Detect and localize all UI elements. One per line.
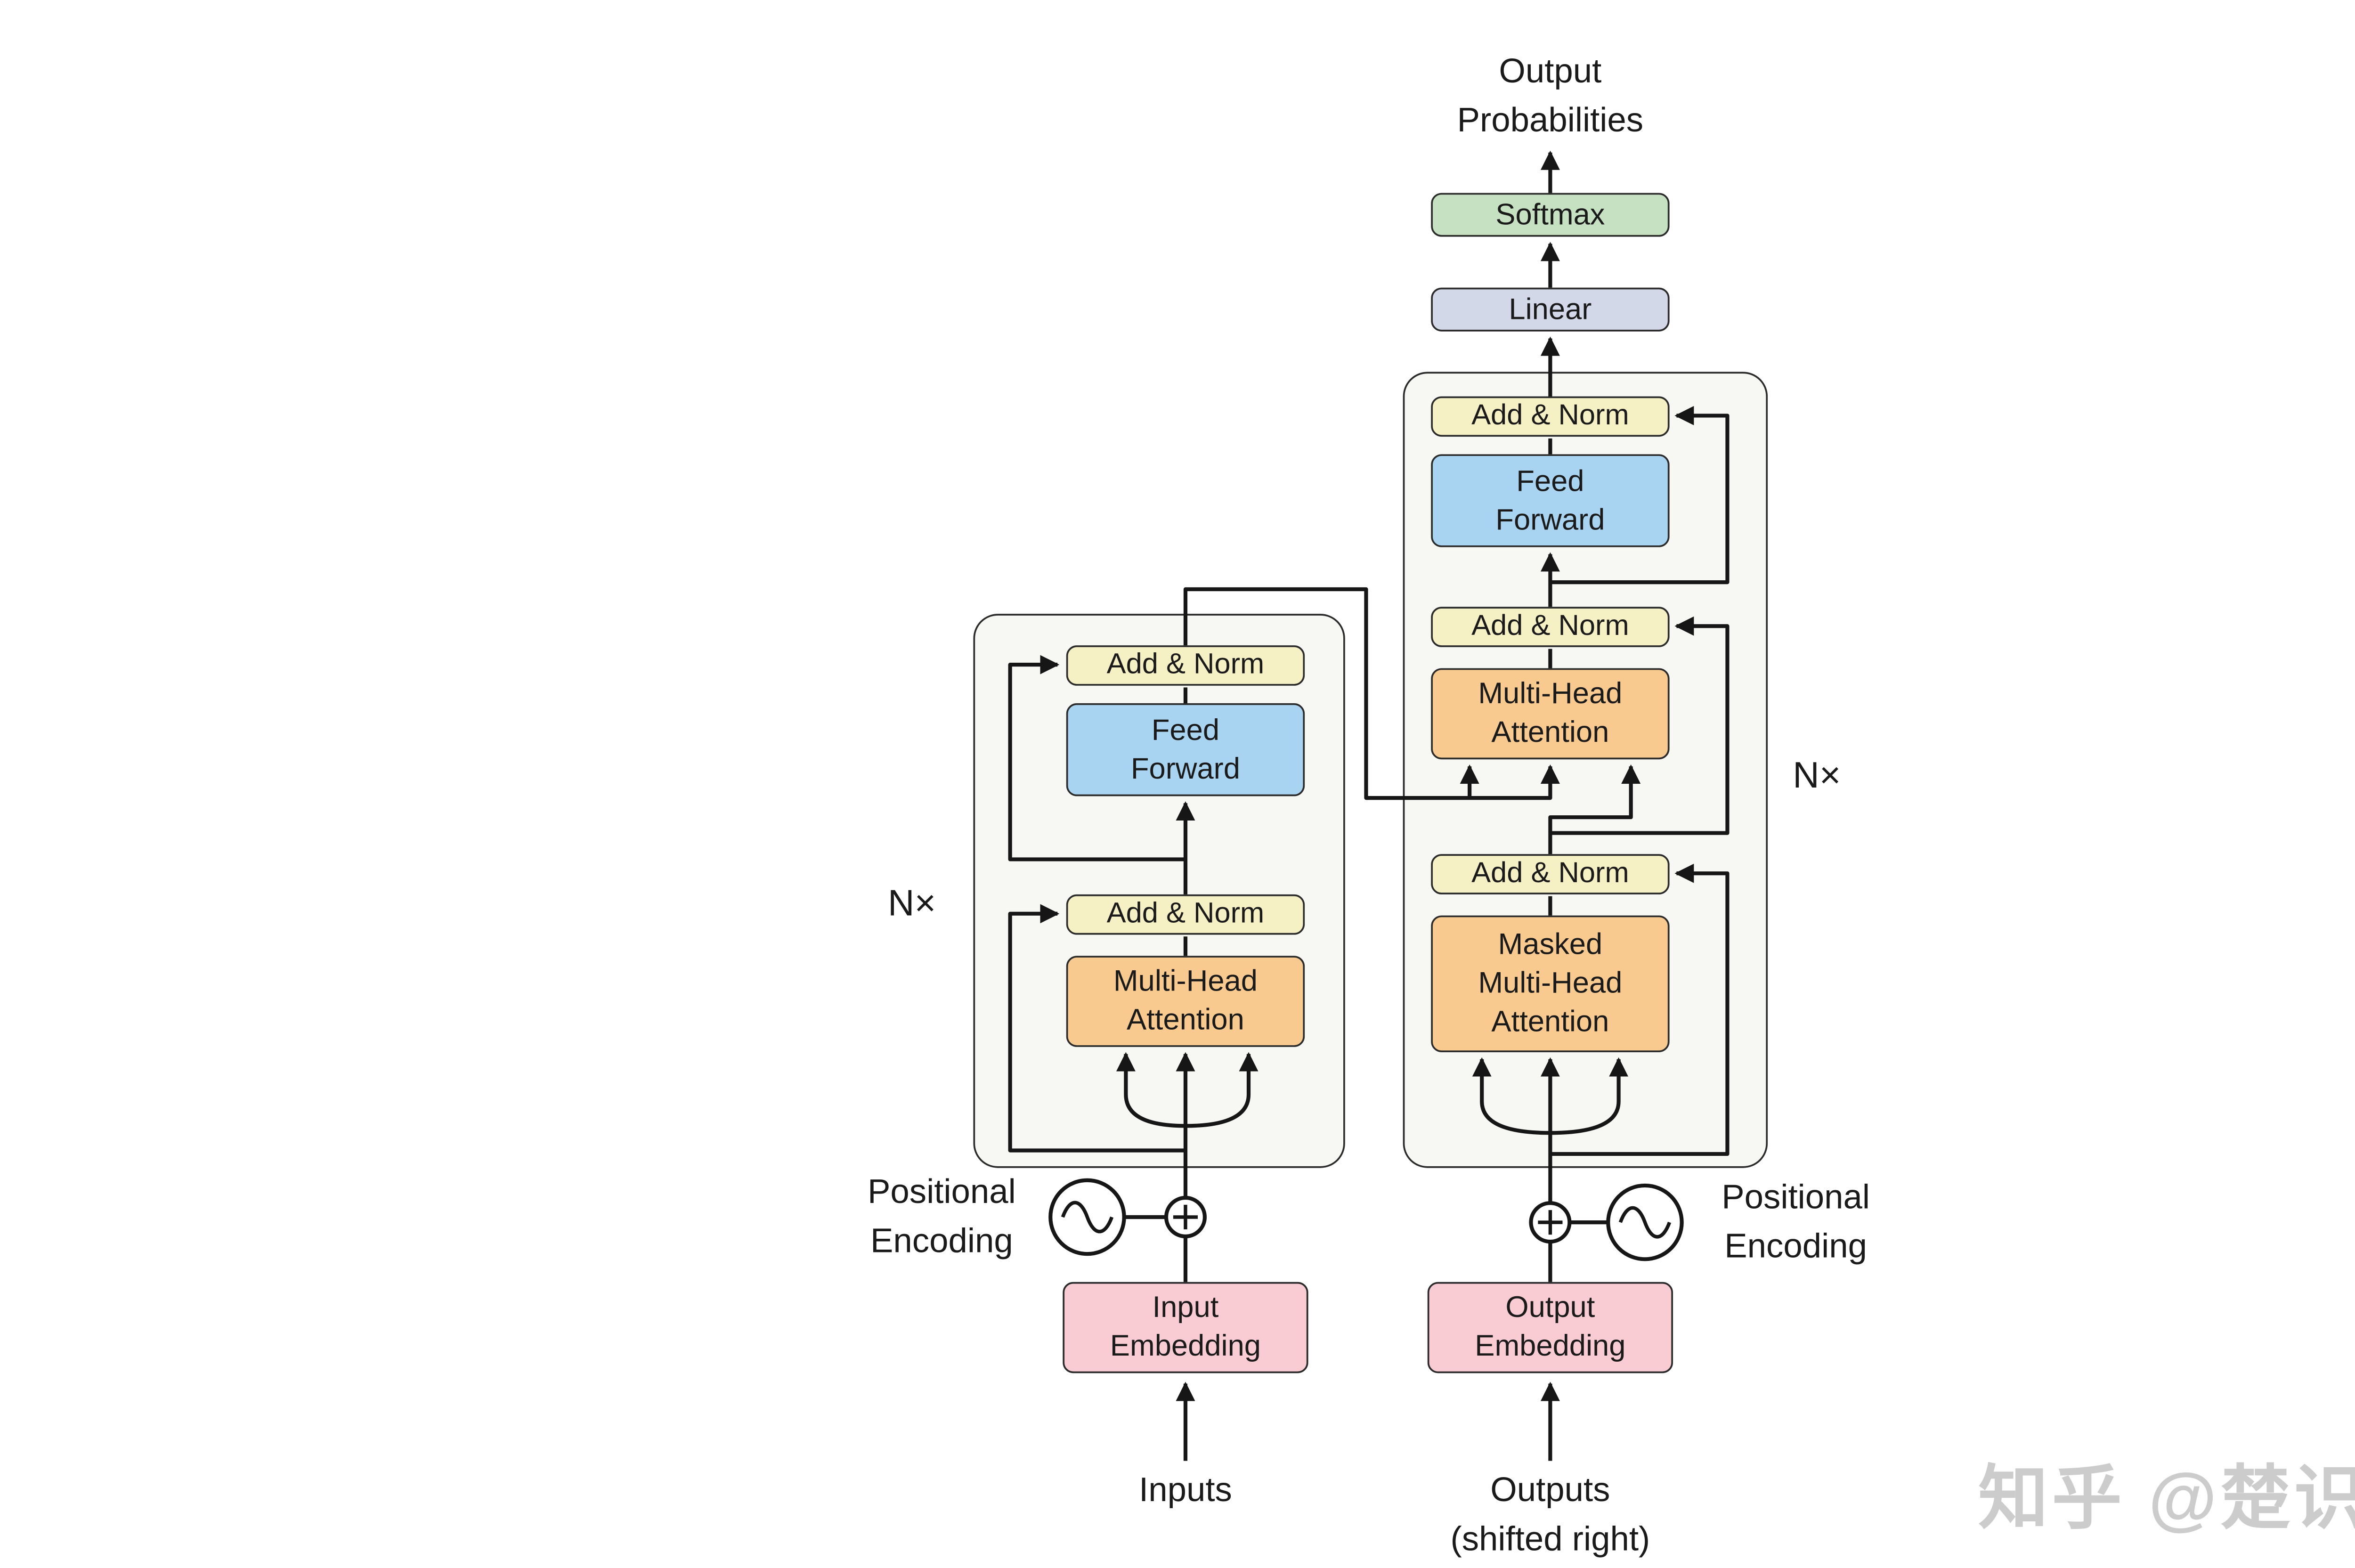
sine-wave-icon bbox=[1061, 1201, 1114, 1234]
positional-encoding-label-right: Positional Encoding bbox=[1722, 1178, 1870, 1267]
encoder-wires bbox=[1008, 587, 1560, 1461]
fan-left-arrow bbox=[1116, 1052, 1186, 1128]
n-times-label-right: N× bbox=[1793, 756, 1841, 796]
encoder-to-decoder-arrow bbox=[1183, 587, 1560, 800]
decoder-add-norm-bottom-box: Add & Norm bbox=[1431, 854, 1670, 894]
fan-left-arrow bbox=[1472, 1057, 1551, 1135]
plus-icon bbox=[1538, 1210, 1563, 1235]
fan-right-arrow bbox=[1550, 1057, 1629, 1135]
outputs-label: Outputs (shifted right) bbox=[1450, 1471, 1650, 1560]
decoder-add-norm-middle-box: Add & Norm bbox=[1431, 607, 1670, 647]
residual-skip-2-arrow bbox=[1008, 655, 1186, 861]
decoder-masked-multi-head-attention-box: Masked Multi-Head Attention bbox=[1431, 915, 1670, 1052]
plus-icon bbox=[1173, 1204, 1198, 1230]
residual-skip-3-arrow bbox=[1550, 406, 1730, 585]
n-times-label-left: N× bbox=[888, 884, 936, 925]
inputs-label: Inputs bbox=[1139, 1471, 1232, 1510]
linear-box: Linear bbox=[1431, 287, 1670, 332]
input-embedding-box: Input Embedding bbox=[1063, 1282, 1308, 1373]
output-embedding-box: Output Embedding bbox=[1427, 1282, 1673, 1373]
fan-right-arrow bbox=[1185, 1052, 1259, 1128]
positional-encoding-symbol-right bbox=[1606, 1183, 1684, 1261]
encoder-feed-forward-box: Feed Forward bbox=[1066, 703, 1305, 796]
watermark: 知乎 @楚识科技-郑 bbox=[1978, 1461, 2355, 1538]
add-symbol-left bbox=[1164, 1195, 1207, 1239]
residual-skip-1-arrow bbox=[1008, 904, 1186, 1153]
encoder-add-norm-top-box: Add & Norm bbox=[1066, 645, 1305, 686]
sine-wave-icon bbox=[1618, 1206, 1672, 1239]
softmax-box: Softmax bbox=[1431, 193, 1670, 237]
decoder-multi-head-attention-box: Multi-Head Attention bbox=[1431, 668, 1670, 760]
output-probabilities-label: Output Probabilities bbox=[1457, 52, 1644, 141]
positional-encoding-label-left: Positional Encoding bbox=[867, 1173, 1016, 1262]
positional-encoding-symbol-left bbox=[1048, 1178, 1126, 1256]
query-to-mha-arrow bbox=[1548, 764, 1641, 854]
decoder-wires bbox=[1472, 150, 1730, 1461]
residual-skip-1-arrow bbox=[1550, 863, 1730, 1156]
decoder-feed-forward-box: Feed Forward bbox=[1431, 454, 1670, 547]
add-symbol-right bbox=[1529, 1201, 1572, 1244]
residual-skip-2-arrow bbox=[1550, 616, 1730, 835]
encoder-add-norm-bottom-box: Add & Norm bbox=[1066, 894, 1305, 935]
decoder-add-norm-top-box: Add & Norm bbox=[1431, 396, 1670, 437]
encoder-multi-head-attention-box: Multi-Head Attention bbox=[1066, 956, 1305, 1047]
